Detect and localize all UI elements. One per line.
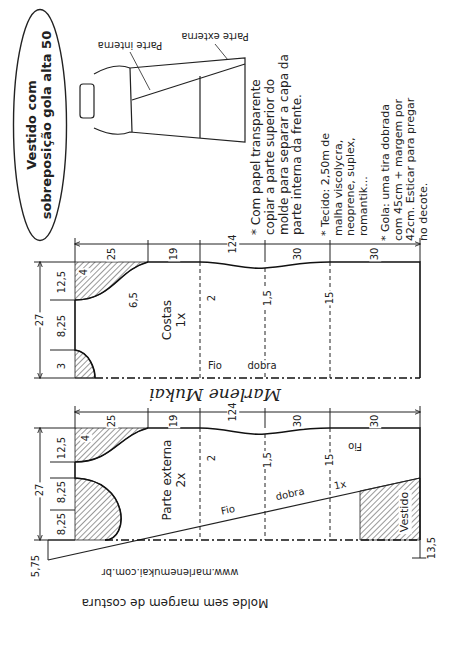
dimension-number: 27 xyxy=(34,483,46,498)
pattern-label: Fio xyxy=(219,503,237,518)
dimension-number: 4 xyxy=(80,434,92,442)
pattern-label: Fio xyxy=(347,440,363,452)
piece-outline xyxy=(75,428,420,540)
dimension-number: 25 xyxy=(106,247,118,262)
pattern-label: Fio xyxy=(207,360,223,372)
piece-name: Costas 1x xyxy=(161,292,189,348)
hatched-area xyxy=(360,478,420,540)
dimension-number: 27 xyxy=(34,313,46,328)
pattern-piece: Parte externa 2x Vestido xyxy=(75,428,420,540)
dress-sketch xyxy=(80,44,245,142)
dimension-number: 13,5 xyxy=(426,536,438,560)
pattern-label: dobra xyxy=(246,360,277,372)
pattern-label: Molde sem margem de costura xyxy=(81,595,270,609)
dimension-number: 1x xyxy=(332,478,348,492)
hatched-area xyxy=(75,478,121,540)
dimension-number: 15 xyxy=(324,291,336,306)
hatched-area xyxy=(75,428,148,462)
dimension-number: 4 xyxy=(78,268,90,276)
dimension-number: 1,5 xyxy=(262,289,274,307)
oval-outline xyxy=(14,10,67,241)
signature: Marlene Mukai xyxy=(148,384,282,404)
piece-name: Vestido xyxy=(399,490,412,534)
dimension-number: 12,5 xyxy=(56,436,68,460)
dimension-number: 2 xyxy=(206,294,218,302)
dimension-number: 30 xyxy=(292,414,304,429)
dimension-number: 1,5 xyxy=(262,451,274,469)
dimension-number: 5,75 xyxy=(30,554,42,578)
dimension-number: 19 xyxy=(168,247,180,262)
dimension-number: 6,5 xyxy=(128,291,140,309)
fold-line xyxy=(95,377,420,378)
pattern-label: www.marlenemukai.com.br xyxy=(101,566,240,578)
dimension-lines xyxy=(34,238,428,560)
pattern-label: Parte interna xyxy=(97,39,164,51)
dimension-number: 8,25 xyxy=(56,314,68,338)
dimension-number: 25 xyxy=(106,414,118,429)
note-text: * Com papel transparente copiar a parte … xyxy=(250,44,305,236)
dimension-number: 8,25 xyxy=(56,512,68,536)
piece-outline xyxy=(75,428,420,540)
fold-line xyxy=(105,539,420,540)
pattern-label: dobra xyxy=(274,485,307,503)
note-text: * Tecido: 2,50m de malha viscolycra, neo… xyxy=(320,95,371,237)
dimension-number: 30 xyxy=(369,414,381,429)
dimension-number: 8,25 xyxy=(56,480,68,504)
dimension-number: 12,5 xyxy=(56,270,68,294)
dimension-number: 30 xyxy=(369,247,381,262)
title-text: Vestido com sobreposição gola alta 50 xyxy=(25,30,55,220)
piece-outline xyxy=(75,262,420,378)
dimension-number: 2 xyxy=(206,454,218,462)
title-oval: Vestido com sobreposição gola alta 50 xyxy=(12,8,68,242)
dimension-number: 3 xyxy=(56,362,68,370)
note-text: * Gola: uma tira dobrada com 45cm + marg… xyxy=(380,90,431,242)
dimension-number: 30 xyxy=(292,247,304,262)
dimension-number: 124 xyxy=(227,233,239,254)
pattern-label: Parte externa xyxy=(180,30,249,42)
piece-name: Parte externa 2x xyxy=(161,432,189,528)
dimension-number: 15 xyxy=(324,453,336,468)
dimension-number: 19 xyxy=(168,414,180,429)
dimension-number: 124 xyxy=(227,401,239,422)
